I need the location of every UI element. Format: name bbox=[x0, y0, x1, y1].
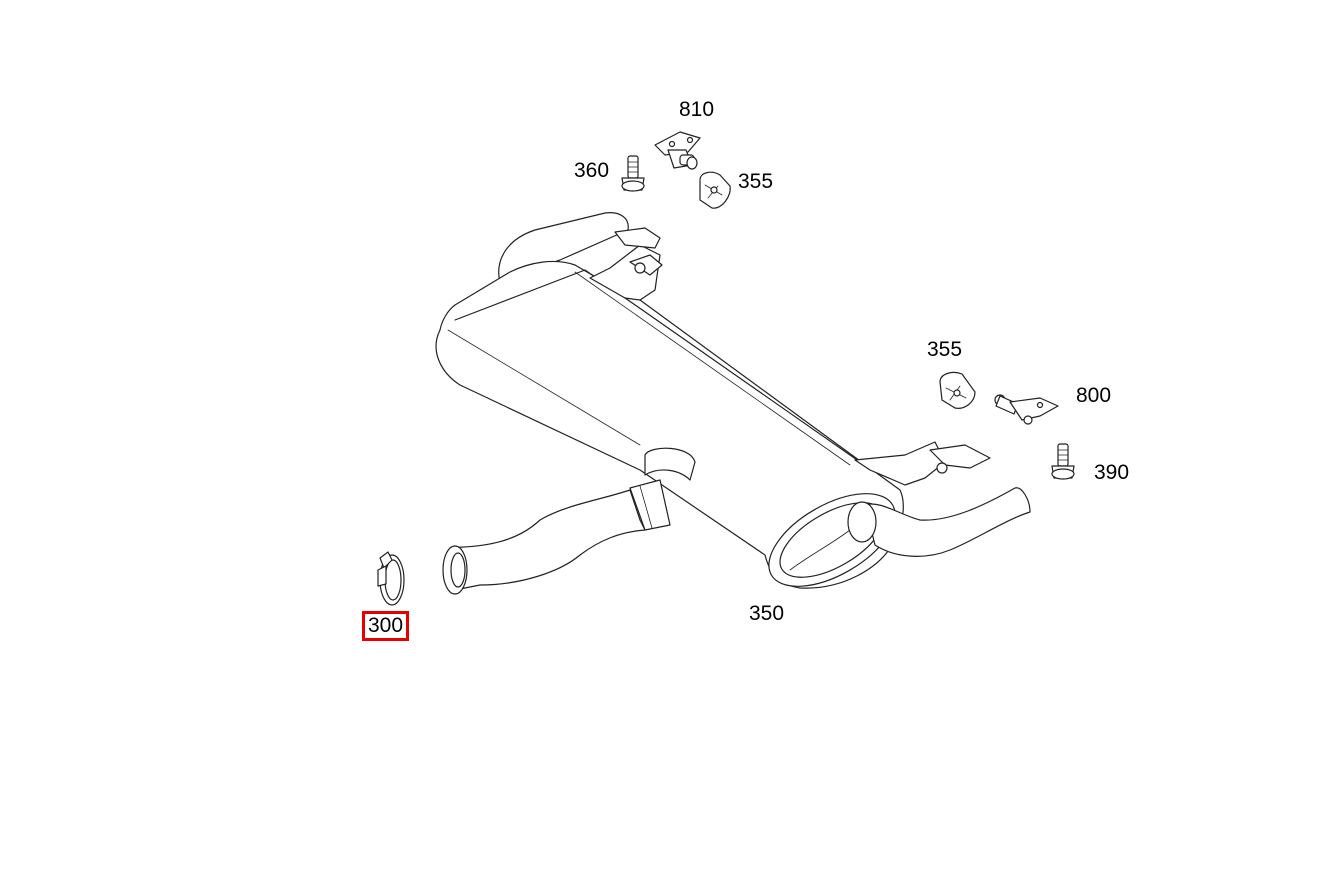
callout-350[interactable]: 350 bbox=[749, 602, 785, 625]
bolt-part-360[interactable] bbox=[621, 155, 645, 192]
callout-300-selected[interactable]: 300 bbox=[362, 611, 410, 641]
callout-355-right[interactable]: 355 bbox=[927, 338, 963, 361]
pipe-clamp-part-300[interactable] bbox=[377, 551, 405, 606]
callout-810[interactable]: 810 bbox=[679, 98, 715, 121]
rubber-mount-part-355-top[interactable] bbox=[699, 171, 731, 209]
callout-360[interactable]: 360 bbox=[574, 159, 610, 182]
callout-355-top[interactable]: 355 bbox=[738, 170, 774, 193]
hanger-bracket-part-810[interactable] bbox=[654, 131, 701, 170]
callout-800[interactable]: 800 bbox=[1076, 384, 1112, 407]
callout-390[interactable]: 390 bbox=[1094, 461, 1130, 484]
bolt-part-390[interactable] bbox=[1051, 443, 1075, 480]
hanger-bracket-part-800[interactable] bbox=[994, 394, 1059, 425]
rubber-mount-part-355-right[interactable] bbox=[939, 371, 976, 409]
rear-muffler-part-350[interactable] bbox=[435, 212, 1031, 606]
